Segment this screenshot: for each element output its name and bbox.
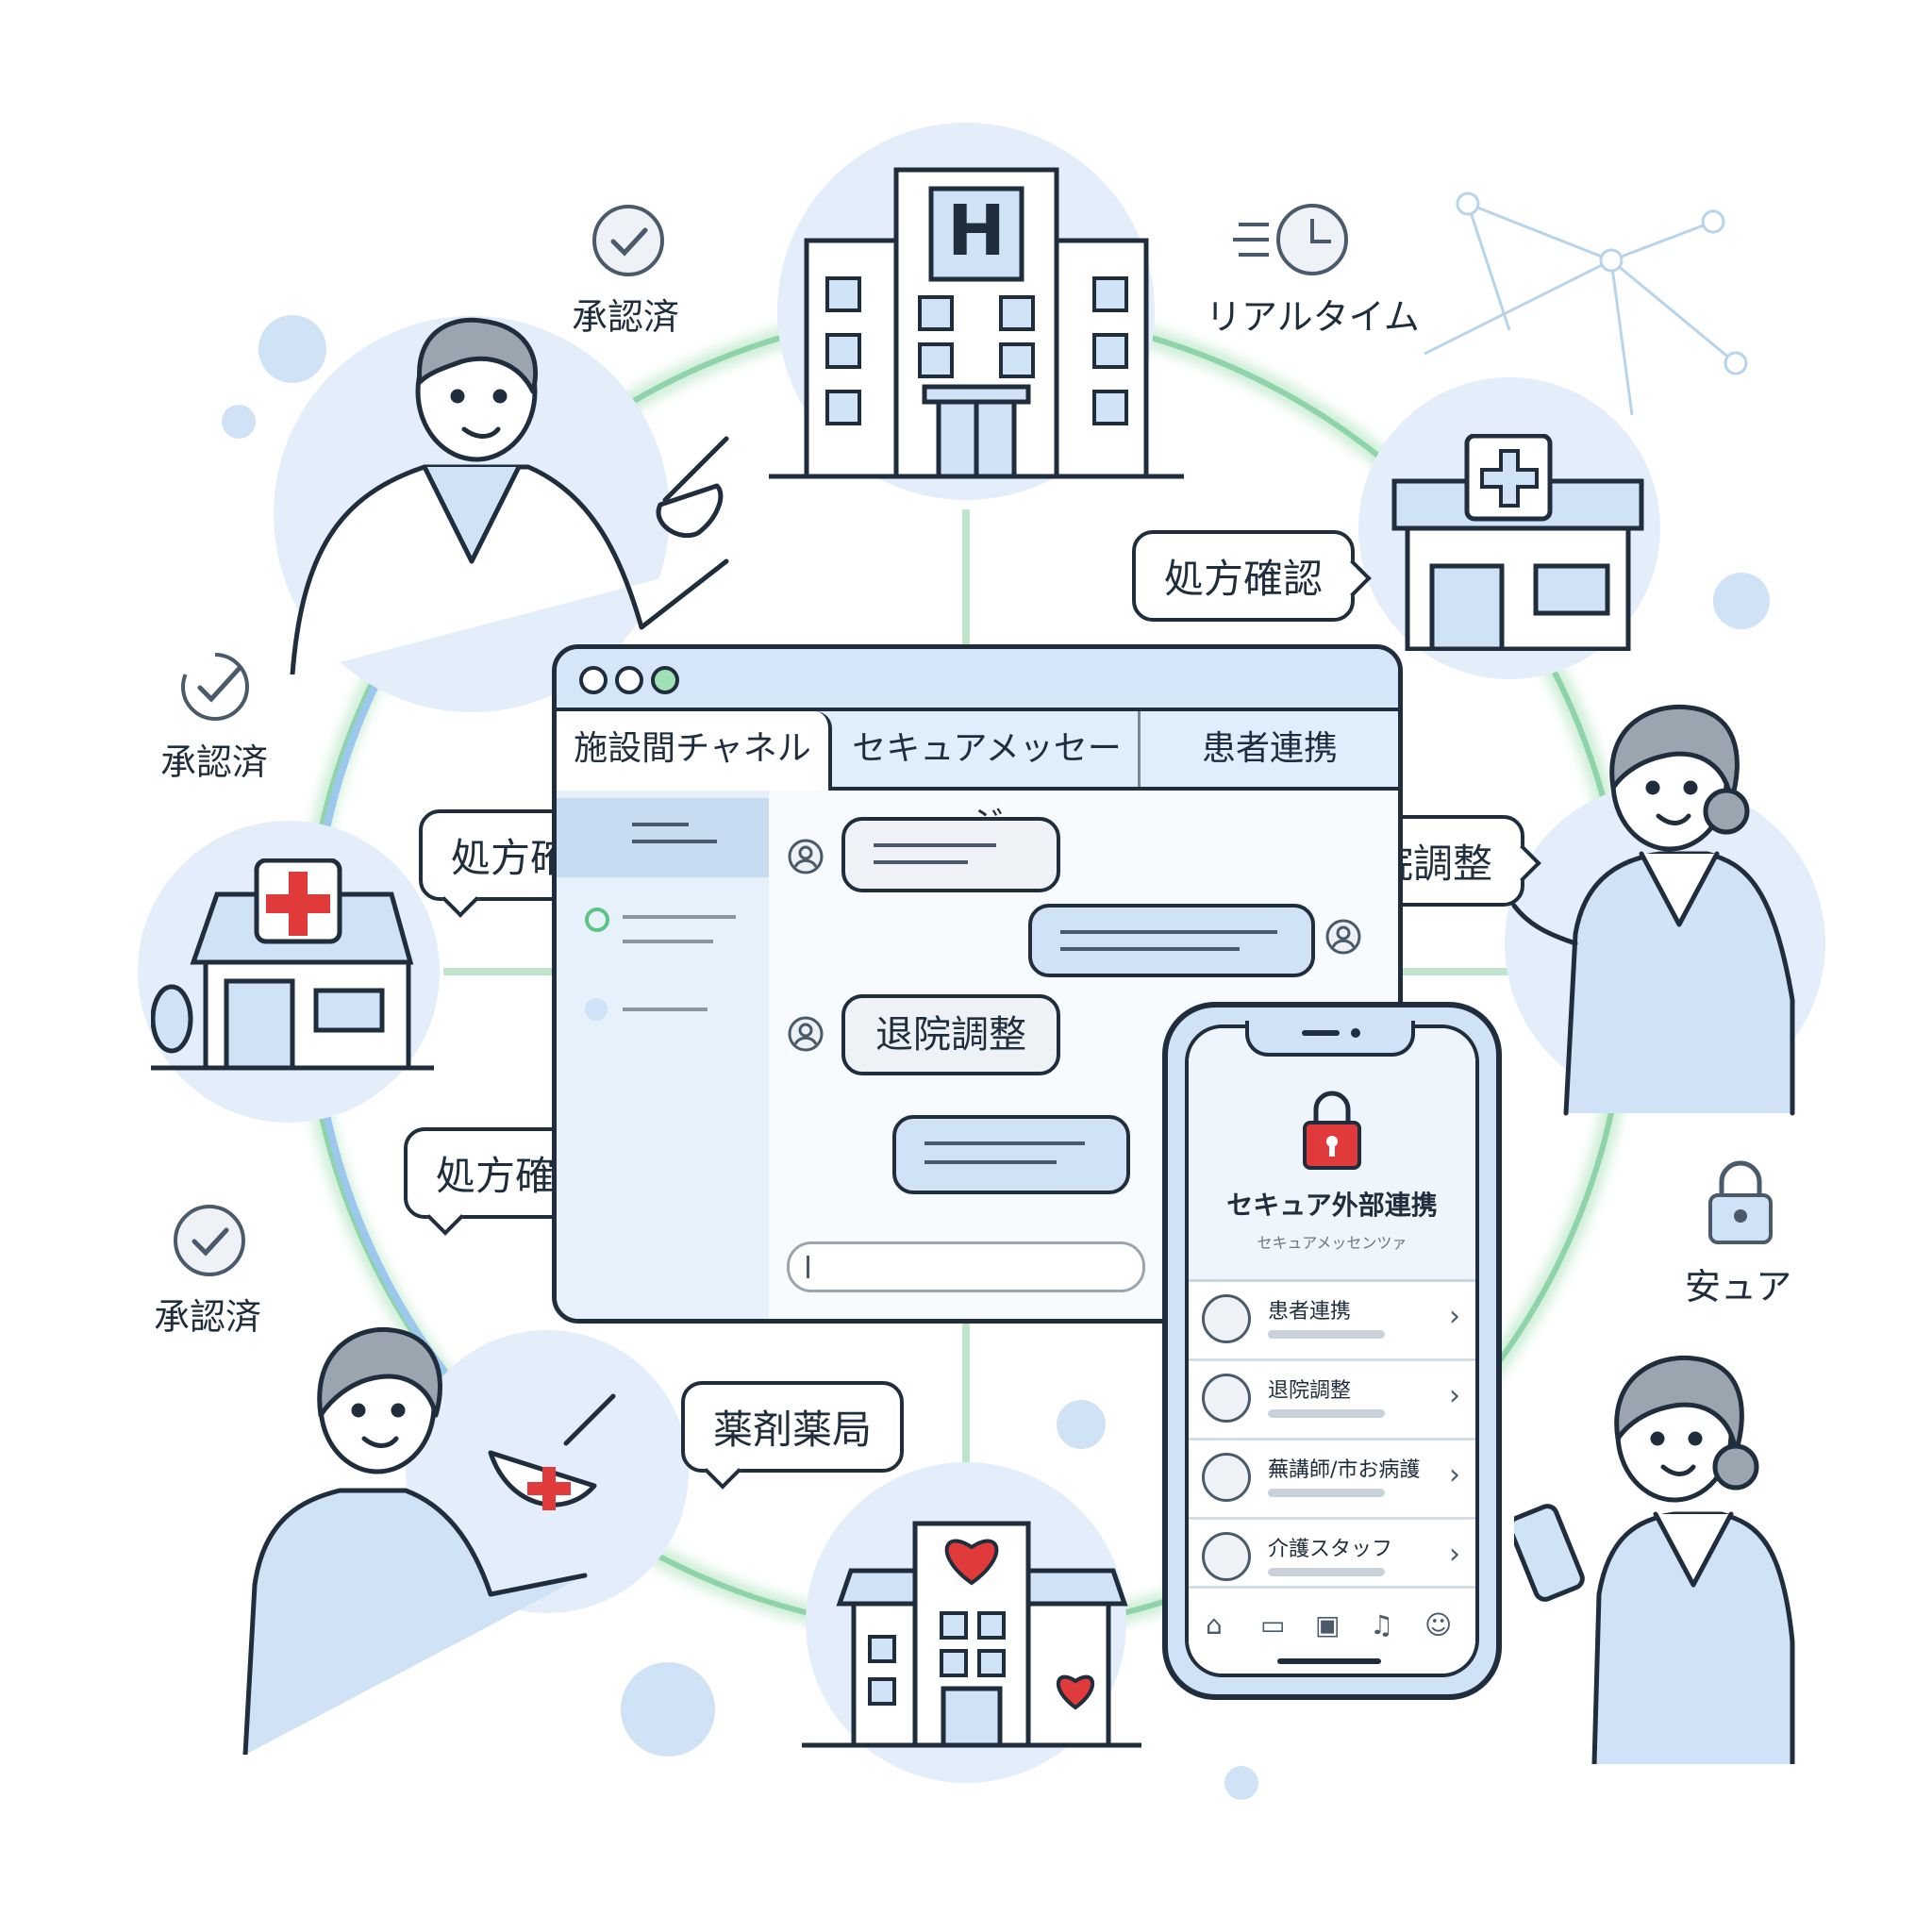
- clinic-red-cross-icon: [151, 858, 434, 1071]
- clock-icon: [1233, 204, 1348, 275]
- check-circle-icon: [181, 653, 249, 721]
- contact-label: 患者連携: [1268, 1300, 1352, 1324]
- contact-row-patient-coordination[interactable]: 患者連携 ›: [1189, 1279, 1475, 1361]
- approved-label-left: 承認済: [160, 741, 269, 783]
- sidebar-item[interactable]: [557, 894, 769, 960]
- text-cursor: [807, 1256, 809, 1278]
- caregiver-icon: [1202, 1532, 1251, 1581]
- svg-text:H: H: [947, 191, 1006, 272]
- chat-icon[interactable]: ▭: [1260, 1609, 1286, 1641]
- deco-dot: [621, 1662, 715, 1757]
- deco-dot: [1713, 573, 1770, 629]
- contact-row-facility[interactable]: 蕪講師/市お病護 ›: [1189, 1438, 1475, 1520]
- tab-facility-channel[interactable]: 施設間チャネル: [557, 711, 832, 791]
- avatar-icon: [788, 839, 824, 874]
- deco-dot: [1224, 1766, 1258, 1800]
- channel-sidebar: [557, 791, 769, 1319]
- pharmacy-bubble: 薬剤薬局: [681, 1381, 905, 1473]
- profile-icon[interactable]: ☺: [1424, 1609, 1453, 1641]
- message-text: 退院調整: [875, 1013, 1026, 1057]
- contact-label: 蕪講師/市お病護: [1268, 1458, 1421, 1482]
- home-icon[interactable]: ⌂: [1206, 1609, 1223, 1641]
- tab-bar: 施設間チャネル セキュアメッセージ 患者連携: [557, 711, 1398, 843]
- window-title-bar: [557, 649, 1398, 711]
- smartphone: セキュア外部連携 セキュアメッセンツァ 患者連携 › 退院調整 › 蕪講師/市お…: [1162, 1002, 1502, 1700]
- secure-label: 安ュア: [1685, 1266, 1792, 1307]
- pharmacist-illustration: [242, 1326, 616, 1755]
- check-circle-icon: [174, 1205, 245, 1276]
- incoming-message: [841, 817, 1060, 892]
- doctor-illustration: [290, 317, 729, 675]
- avatar-icon: [1325, 919, 1361, 955]
- messaging-window: 施設間チャネル セキュアメッセージ 患者連携: [552, 644, 1403, 1324]
- hospital-icon: H: [769, 167, 1184, 479]
- phone-title: セキュア外部連携: [1226, 1190, 1438, 1221]
- phone-notch: [1245, 1021, 1415, 1057]
- approved-label-bottom: 承認済: [154, 1296, 262, 1338]
- message-input[interactable]: [787, 1241, 1145, 1292]
- nurse-illustration: [1511, 704, 1795, 1116]
- contact-label: 退院調整: [1268, 1379, 1352, 1403]
- contact-row-discharge-coordination[interactable]: 退院調整 ›: [1189, 1358, 1475, 1441]
- deco-dot: [1057, 1400, 1106, 1449]
- incoming-message-discharge: 退院調整: [841, 994, 1060, 1075]
- sidebar-item[interactable]: [557, 979, 769, 1036]
- phone-screen: セキュア外部連携 セキュアメッセンツァ 患者連携 › 退院調整 › 蕪講師/市お…: [1185, 1024, 1479, 1677]
- lock-icon: [1708, 1160, 1773, 1244]
- tab-secure-message[interactable]: セキュアメッセージ: [836, 711, 1141, 843]
- building-icon: [1202, 1453, 1251, 1502]
- contact-label: 介護スタッフ: [1268, 1538, 1393, 1561]
- chevron-right-icon: ›: [1449, 1458, 1460, 1491]
- nurse-with-phone-illustration: [1514, 1355, 1795, 1764]
- approved-label-top: 承認済: [572, 296, 680, 338]
- care-facility-icon: [802, 1521, 1141, 1748]
- person-icon: [1202, 1374, 1251, 1423]
- window-close-button[interactable]: [579, 666, 608, 694]
- tab-patient-coordination[interactable]: 患者連携: [1201, 729, 1338, 768]
- deco-dot: [222, 405, 256, 439]
- clinic-icon: [1391, 434, 1644, 651]
- chevron-right-icon: ›: [1449, 1538, 1460, 1571]
- check-circle-icon: [592, 205, 664, 276]
- online-status-icon: [585, 908, 609, 932]
- person-icon: [1202, 1294, 1251, 1343]
- sidebar-item-selected[interactable]: [557, 798, 769, 877]
- avatar-icon: [788, 1016, 824, 1052]
- calendar-icon[interactable]: ▣: [1315, 1609, 1341, 1641]
- chevron-right-icon: ›: [1449, 1300, 1460, 1333]
- phone-tab-bar: ⌂ ▭ ▣ ♫ ☺: [1189, 1586, 1475, 1674]
- node-network: [1424, 192, 1748, 416]
- window-maximize-button[interactable]: [651, 666, 679, 694]
- chevron-right-icon: ›: [1449, 1379, 1460, 1412]
- phone-subtitle: セキュアメッセンツァ: [1257, 1234, 1407, 1252]
- window-minimize-button[interactable]: [615, 666, 643, 694]
- prescription-check-bubble: 処方確認: [1132, 530, 1356, 622]
- realtime-label: リアルタイム: [1206, 296, 1420, 338]
- outgoing-message: [892, 1115, 1130, 1194]
- home-indicator: [1277, 1658, 1381, 1664]
- outgoing-message: [1028, 904, 1315, 977]
- status-dot-icon: [585, 998, 608, 1021]
- deco-dot: [258, 315, 326, 383]
- red-lock-icon: [1303, 1091, 1361, 1170]
- phone-header: セキュア外部連携 セキュアメッセンツァ: [1189, 1028, 1475, 1282]
- bell-icon[interactable]: ♫: [1370, 1609, 1394, 1641]
